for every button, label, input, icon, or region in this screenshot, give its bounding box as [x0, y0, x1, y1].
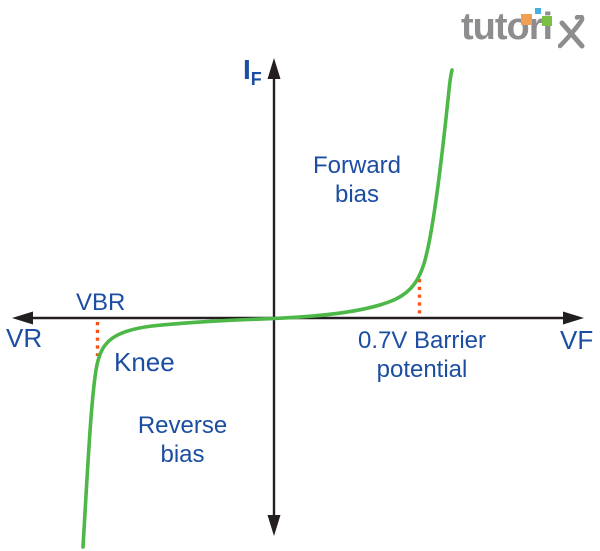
x-axis-left-label: VR — [6, 323, 43, 353]
reverse-bias-label: Reverse bias — [137, 412, 228, 468]
y-axis-label: IF — [243, 54, 262, 90]
forward-bias-label: Forward bias — [312, 152, 402, 208]
barrier-potential-label: 0.7V Barrier potential — [357, 327, 487, 383]
y-axis-top-arrowhead — [267, 58, 281, 79]
logo-x-glyph — [558, 15, 585, 49]
y-axis-label-sub: F — [250, 69, 262, 89]
x-axis-left-arrowhead — [12, 311, 33, 325]
y-axis-bottom-arrowhead — [267, 515, 281, 536]
y-axis-label-main: I — [243, 54, 251, 85]
reference-lines — [95, 279, 422, 356]
tutorix-logo: tutori — [461, 2, 593, 50]
logo-blue-square — [535, 8, 541, 14]
x-axis-right-arrowhead — [563, 311, 584, 325]
diode-curve — [81, 68, 454, 549]
knee-label: Knee — [114, 347, 175, 377]
vbr-label: VBR — [76, 289, 126, 316]
logo-green-square — [542, 16, 552, 26]
logo-orange-square — [521, 14, 532, 25]
x-axis-right-label: VF — [560, 325, 594, 355]
